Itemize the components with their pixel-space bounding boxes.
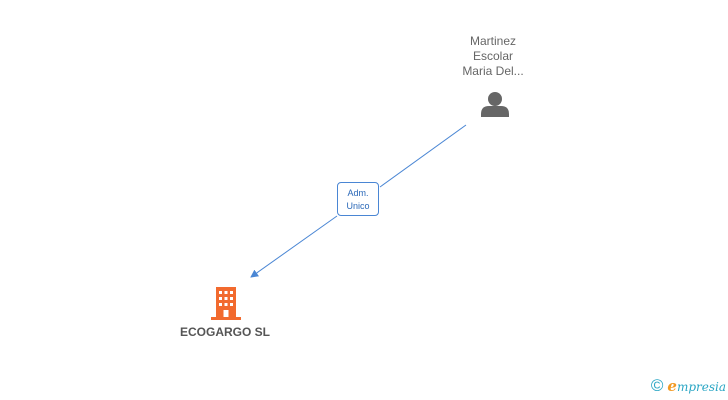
person-name-line-3: Maria Del... xyxy=(462,64,524,78)
person-name[interactable]: Martinez Escolar Maria Del... xyxy=(445,34,541,79)
person-name-line-2: Escolar xyxy=(472,49,513,63)
logo-initial: e xyxy=(667,377,677,395)
copyright-icon: © xyxy=(650,376,664,395)
relation-label-box[interactable]: Adm. Unico xyxy=(337,182,379,216)
relation-line-upper xyxy=(379,124,467,188)
relation-line-lower xyxy=(250,215,338,278)
relation-label-line-2: Unico xyxy=(346,201,370,211)
brand-watermark: © empresia xyxy=(651,376,726,396)
company-name[interactable]: ECOGARGO SL xyxy=(179,325,270,339)
building-icon[interactable] xyxy=(211,287,241,320)
person-name-line-1: Martinez xyxy=(469,34,516,48)
empresia-logo[interactable]: empresia xyxy=(667,377,726,395)
person-icon[interactable] xyxy=(481,92,509,117)
logo-rest: mpresia xyxy=(676,380,726,394)
relation-label-line-1: Adm. xyxy=(347,188,369,198)
